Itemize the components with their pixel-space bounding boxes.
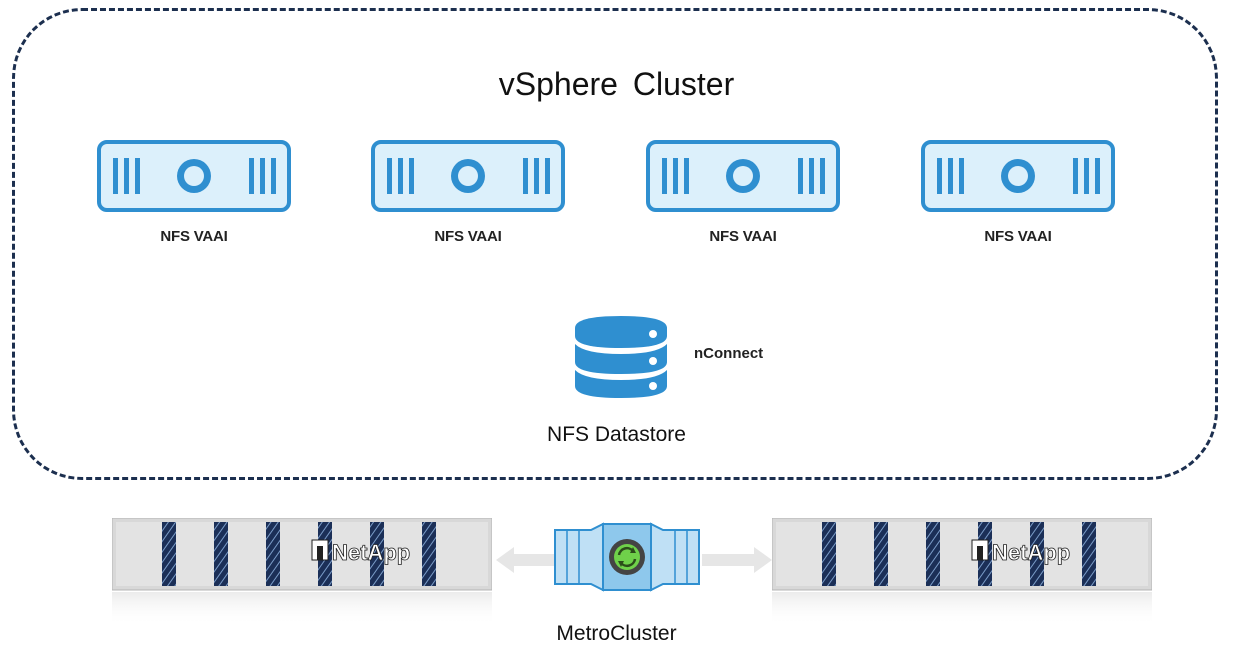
vsphere-cluster-boundary [12, 8, 1218, 480]
host-server: NFS VAAI [646, 140, 840, 245]
server-icon [646, 140, 840, 212]
host-label: NFS VAAI [160, 228, 228, 245]
host-server: NFS VAAI [921, 140, 1115, 245]
netapp-brand: NetApp [332, 540, 410, 565]
storage-array-left: NetApp [112, 518, 492, 626]
database-icon [575, 316, 667, 398]
nconnect-label: nConnect [694, 345, 764, 362]
server-icon [97, 140, 291, 212]
host-label: NFS VAAI [709, 228, 777, 245]
storage-array-icon: NetApp [772, 518, 1152, 626]
sync-switch-icon [554, 522, 700, 592]
host-label: NFS VAAI [434, 228, 502, 245]
host-server: NFS VAAI [97, 140, 291, 245]
arrow-left-icon [496, 547, 558, 573]
server-icon [371, 140, 565, 212]
storage-array-right: NetApp [772, 518, 1152, 626]
host-server: NFS VAAI [371, 140, 565, 245]
host-label: NFS VAAI [984, 228, 1052, 245]
cluster-title: vSphere Cluster [498, 66, 735, 102]
netapp-brand: NetApp [992, 540, 1070, 565]
server-icon [921, 140, 1115, 212]
storage-array-icon: NetApp [112, 518, 492, 626]
metrocluster-label: MetroCluster [556, 622, 677, 645]
datastore-label: NFS Datastore [547, 423, 686, 446]
arrow-right-icon [702, 547, 772, 573]
